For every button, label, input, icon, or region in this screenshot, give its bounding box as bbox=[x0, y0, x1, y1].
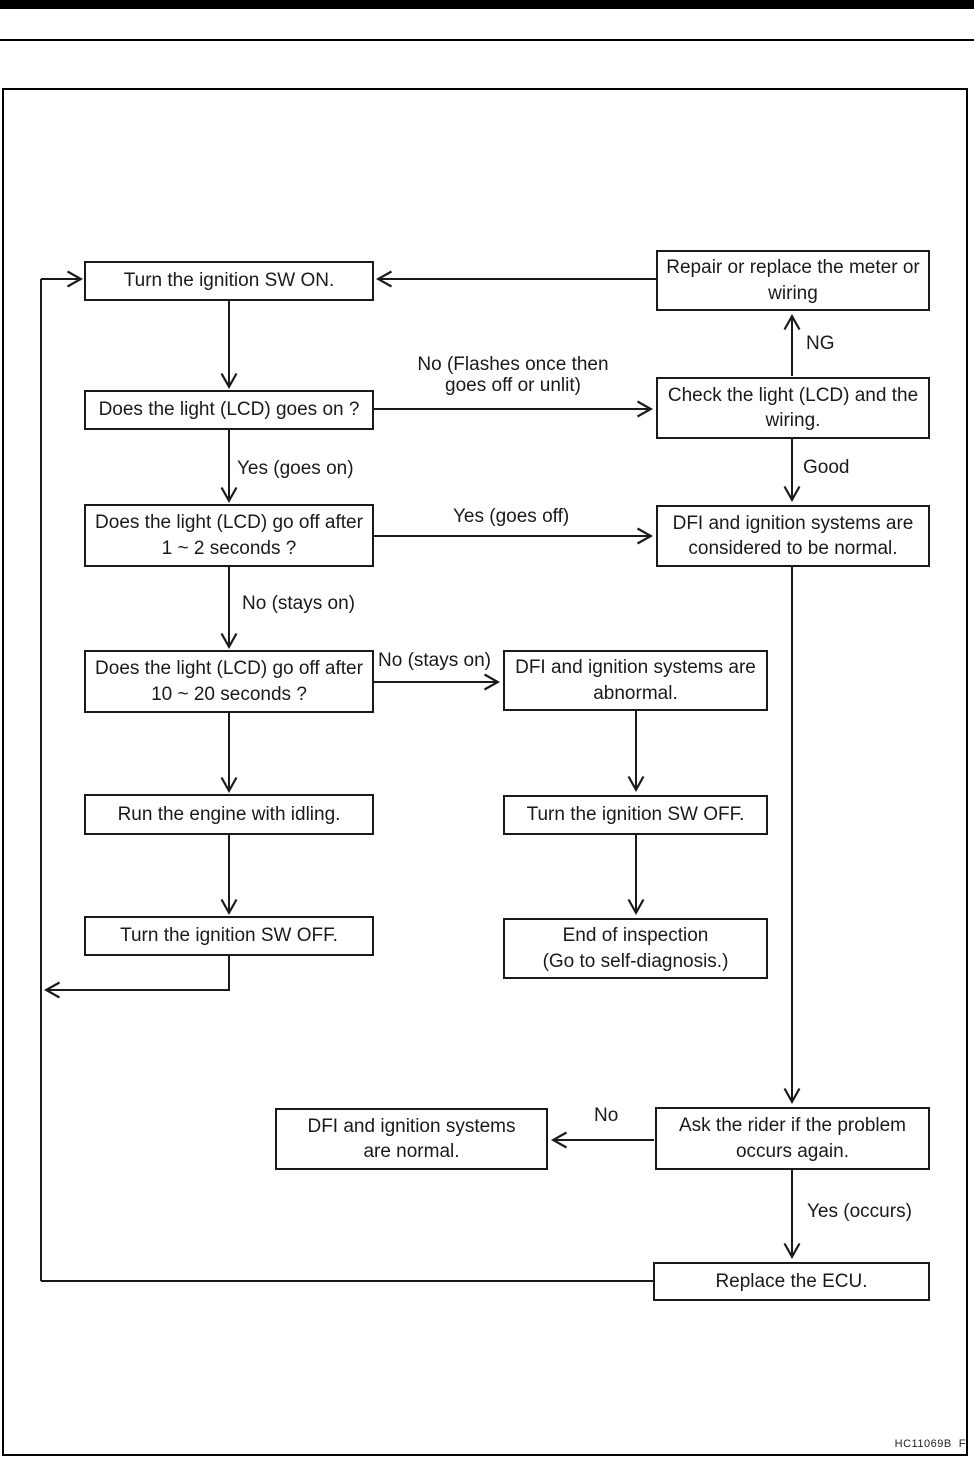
flow-box-dfi-considered-normal: DFI and ignition systems are considered … bbox=[656, 505, 930, 567]
figure-code: HC11069B F bbox=[894, 1438, 966, 1450]
figure-frame bbox=[2, 88, 968, 1456]
flow-label-no-stays-on-second: No (stays on) bbox=[378, 650, 491, 671]
flow-box-light-goes-on-question: Does the light (LCD) goes on ? bbox=[84, 390, 374, 430]
flow-box-replace-ecu: Replace the ECU. bbox=[653, 1262, 930, 1301]
flow-label-yes-occurs: Yes (occurs) bbox=[807, 1201, 912, 1222]
flow-box-repair-replace-meter: Repair or replace the meter or wiring bbox=[656, 250, 930, 311]
flow-label-no-stays-on-first: No (stays on) bbox=[242, 593, 355, 614]
flow-label-yes-goes-off: Yes (goes off) bbox=[453, 506, 570, 527]
flow-label-no-flashes-once: No (Flashes once then goes off or unlit) bbox=[417, 354, 609, 396]
flow-box-run-engine-idling: Run the engine with idling. bbox=[84, 794, 374, 835]
flow-box-dfi-normal: DFI and ignition systems are normal. bbox=[275, 1108, 548, 1170]
flow-box-turn-ignition-off-left: Turn the ignition SW OFF. bbox=[84, 916, 374, 956]
flow-box-dfi-abnormal: DFI and ignition systems are abnormal. bbox=[503, 650, 768, 711]
flow-box-turn-ignition-on: Turn the ignition SW ON. bbox=[84, 261, 374, 301]
flow-label-yes-goes-on: Yes (goes on) bbox=[237, 458, 354, 479]
flow-label-good: Good bbox=[803, 457, 850, 478]
flow-box-light-off-10-20-seconds-question: Does the light (LCD) go off after 10 ~ 2… bbox=[84, 650, 374, 713]
flow-label-no: No bbox=[594, 1105, 619, 1126]
flow-box-end-of-inspection: End of inspection (Go to self-diagnosis.… bbox=[503, 918, 768, 979]
flow-box-light-off-1-2-seconds-question: Does the light (LCD) go off after 1 ~ 2 … bbox=[84, 504, 374, 567]
flow-box-turn-ignition-off-middle: Turn the ignition SW OFF. bbox=[503, 795, 768, 835]
horizontal-rule bbox=[0, 39, 974, 41]
flow-box-check-light-wiring: Check the light (LCD) and the wiring. bbox=[656, 377, 930, 439]
flow-box-ask-rider: Ask the rider if the problem occurs agai… bbox=[655, 1107, 930, 1170]
top-black-bar bbox=[0, 0, 974, 9]
flow-label-ng: NG bbox=[806, 333, 835, 354]
